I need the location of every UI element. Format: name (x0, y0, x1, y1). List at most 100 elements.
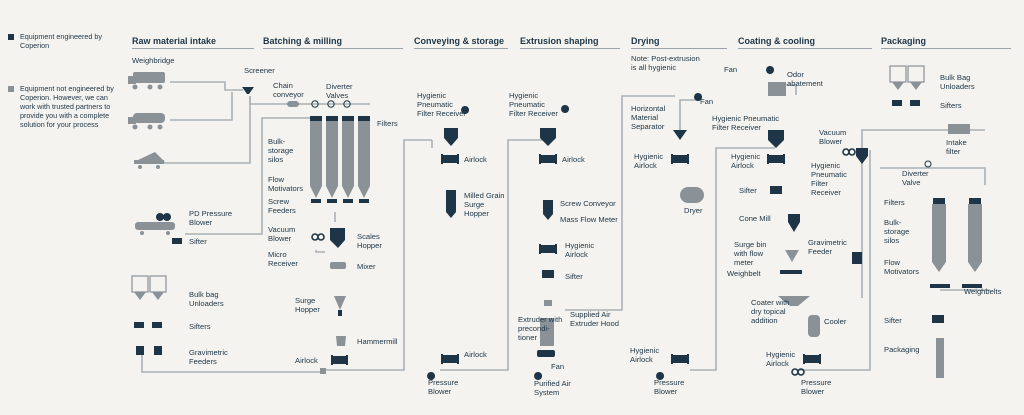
pkg-weighbelts-icon (930, 284, 982, 288)
coat-pressure-blower-icon (791, 368, 805, 376)
surge-hopper-icon (334, 296, 346, 310)
label-intake-filter: Intake filter (946, 138, 967, 156)
screener-to-chain (249, 96, 288, 105)
label-dry-hygienic-airlock: Hygienic Airlock (634, 152, 664, 170)
conv-fan-icon (461, 106, 470, 114)
pkg-bulk-bag-unloaders-icon (889, 65, 925, 83)
coat-vacuum-blower-icon (842, 148, 856, 156)
label-ext-fan: Fan (551, 362, 565, 371)
legend-coperion: Equipment engineered by Coperion (20, 32, 102, 50)
label-scales-hopper: Scales Hopper (357, 232, 382, 250)
coater-icon (778, 296, 810, 306)
odor-abatement-icon (768, 82, 786, 96)
label-screener: Screener (244, 66, 275, 75)
drying-equipment (656, 93, 704, 380)
cooler-icon (808, 315, 820, 337)
mixer-icon (330, 262, 346, 269)
gravimetric-feeders-icon (136, 346, 162, 355)
label-conv-airlock-top: Airlock (464, 155, 487, 164)
coat-receiver-icon (768, 130, 784, 148)
label-extruder: Extruder with precondi- tioner (518, 315, 563, 342)
legend-swatch-coperion (8, 34, 14, 40)
cone-mill-icon (788, 214, 800, 232)
legend-other: Equipment not engineered by Coperion. Ho… (20, 84, 114, 129)
pkg-sifters-icon (892, 100, 920, 106)
label-pkg-bulk-bag: Bulk Bag Unloaders (940, 73, 975, 91)
conveying-to-extrusion (440, 139, 545, 371)
packaging-machine-icon (936, 338, 944, 378)
section-drying: Drying (631, 36, 660, 46)
section-conveying: Conveying & storage (414, 36, 505, 46)
label-drying-note: Note: Post-extrusion is all hygienic (631, 54, 700, 72)
coating-to-packaging (800, 150, 871, 371)
gravimetric-line (141, 355, 320, 373)
label-supplied-air: Supplied Air Extruder Hood (570, 310, 619, 328)
truck-line-3 (160, 96, 251, 164)
label-pkg-sifters: Sifters (940, 101, 962, 110)
label-screw-feeders: Screw Feeders (268, 197, 296, 215)
raw-equipment (128, 72, 175, 300)
label-ext-airlock: Airlock (562, 155, 585, 164)
dryer-to-coating (690, 147, 775, 371)
label-diverter-valves: Diverter Valves (326, 82, 353, 100)
dryer-return (679, 99, 700, 135)
pd-blower-line (185, 117, 318, 235)
hammermill-icon (336, 336, 346, 346)
gravimetric-feeder-icon (852, 252, 862, 264)
label-batch-silos: Bulk-storage silos (268, 137, 294, 164)
ext-airlock-icon (539, 154, 557, 164)
truck-2-icon (128, 113, 165, 130)
vacuum-line (861, 129, 985, 298)
label-separator: Horizontal Material Separator (631, 104, 666, 131)
pkg-filters-icon (933, 198, 981, 204)
scales-hopper-icon (330, 228, 345, 248)
label-coat-receiver: Hygienic Pneumatic Filter Receiver (712, 114, 780, 132)
label-hammermill: Hammermill (357, 337, 398, 346)
sifter-icon (172, 238, 182, 244)
coat-sifter-icon (770, 186, 782, 194)
label-coat-pressure-blower: Pressure Blower (801, 378, 832, 396)
bulk-bag-unloaders-icon (131, 275, 167, 300)
label-coater: Coater with dry topical addition (751, 298, 790, 325)
pd-blower-icon (156, 213, 171, 221)
coat-fan-icon (766, 66, 775, 74)
hammermill-to-conveying (325, 139, 432, 371)
label-coat-vacuum-blower: Vacuum Blower (819, 128, 847, 146)
label-odor: Odor abatement (787, 70, 823, 88)
screw-conveyor-icon (543, 200, 553, 220)
railcar-2-icon (135, 222, 175, 235)
surge-hopper-outlet (338, 310, 342, 316)
batch-outlet (320, 368, 326, 374)
section-extrusion-rule (520, 48, 620, 49)
label-screw-conveyor: Screw Conveyor (560, 199, 616, 208)
label-cooler: Cooler (824, 317, 847, 326)
section-conveying-rule (414, 48, 508, 49)
label-batch-filters: Filters (377, 119, 398, 128)
label-gravimetric-feeders: Gravimetric Feeders (189, 348, 228, 366)
conv-airlock-bottom-icon (441, 354, 459, 364)
label-flow-motivators: Flow Motivators (268, 175, 304, 193)
dry-airlock-bottom-icon (671, 354, 689, 364)
ext-fan-top-icon (561, 105, 570, 113)
label-coat-sifter: Sifter (739, 186, 757, 195)
label-bulk-bag-unloaders: Bulk bag Unloaders (189, 290, 224, 308)
label-pkg-flow-motivators: Flow Motivators (884, 258, 920, 276)
weighbelt-icon (780, 270, 802, 274)
label-pkg-sifter: Sifter (884, 316, 902, 325)
batch-lines (315, 212, 336, 253)
coat-airlock-bottom-icon (803, 354, 821, 364)
section-drying-rule (631, 48, 727, 49)
label-ext-sifter: Sifter (565, 272, 583, 281)
purified-air-unit-icon (537, 350, 555, 357)
silo-filters-icon (310, 116, 370, 203)
ext-sifter-icon (542, 270, 554, 278)
extrusion-equipment (534, 105, 570, 380)
label-pkg-filters: Filters (884, 198, 905, 207)
ext-hygienic-airlock-icon (539, 244, 557, 254)
coperion-equipment-raw (134, 87, 254, 355)
label-packaging: Packaging (884, 345, 920, 354)
label-gravimetric-feeder: Gravimetric Feeder (808, 238, 847, 256)
pkg-diverter-valve-icon (924, 160, 932, 168)
